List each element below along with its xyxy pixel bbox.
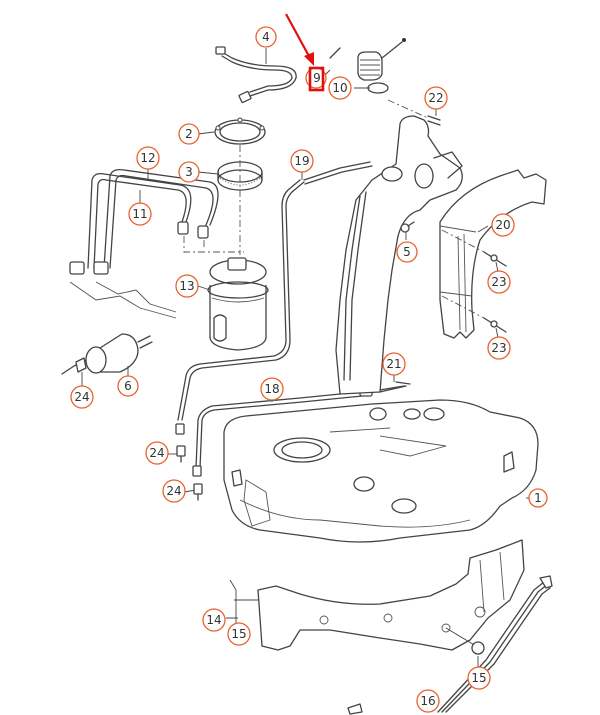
callout-1[interactable]: 1 [528,488,548,508]
part-fittings [175,423,203,501]
part-clip [445,627,485,655]
callout-15-right[interactable]: 15 [467,666,491,690]
callout-label: 15 [471,671,486,685]
callout-label: 16 [420,694,435,708]
callout-label: 19 [294,154,309,168]
callout-24-filter[interactable]: 24 [70,385,94,409]
part-wiring-harness [215,46,297,104]
part-pin [387,99,441,126]
callout-label: 18 [264,382,279,396]
callout-label: 15 [231,627,246,641]
callout-label: 23 [491,341,506,355]
callout-label: 3 [185,165,193,179]
callout-label: 1 [534,491,542,505]
callout-label: 12 [140,151,155,165]
callout-14[interactable]: 14 [202,608,226,632]
part-fuel-lines [69,168,219,275]
part-bolt [400,221,415,233]
callout-label: 22 [428,91,443,105]
callout-label: 24 [149,446,164,460]
callout-11[interactable]: 11 [128,202,152,226]
callout-22[interactable]: 22 [424,86,448,110]
callout-12[interactable]: 12 [136,146,160,170]
part-fuel-line-long [177,161,373,421]
part-fuel-pump-module [207,257,269,351]
part-screws [441,229,507,333]
part-heat-shield-bracket [439,169,547,339]
callout-2[interactable]: 2 [178,123,200,145]
part-fuel-tank [223,399,539,543]
callout-label: 9 [313,71,321,85]
callout-3[interactable]: 3 [178,161,200,183]
callout-label: 6 [124,379,132,393]
callout-label: 23 [491,275,506,289]
part-locking-ring [214,117,266,145]
callout-label: 13 [179,279,194,293]
part-heat-shield-lower [257,539,525,651]
part-fuel-filter [61,333,153,375]
callout-label: 11 [132,207,147,221]
callout-10[interactable]: 10 [328,76,352,100]
callout-24-low[interactable]: 24 [162,479,186,503]
callout-23-upper[interactable]: 23 [487,270,511,294]
callout-label: 10 [332,81,347,95]
callout-label: 24 [74,390,89,404]
callout-24-mid[interactable]: 24 [145,441,169,465]
callout-13[interactable]: 13 [175,274,199,298]
callout-9-highlighted[interactable]: 9 [305,66,327,92]
red-arrow-indicator [285,13,314,66]
callout-label: 21 [386,357,401,371]
callout-18[interactable]: 18 [260,377,284,401]
callout-20[interactable]: 20 [491,213,515,237]
callout-label: 24 [166,484,181,498]
callout-4[interactable]: 4 [255,26,277,48]
callout-label: 14 [206,613,221,627]
callout-label: 5 [403,245,411,259]
part-filler-neck [335,115,463,395]
callout-label: 2 [185,127,193,141]
callout-21[interactable]: 21 [382,352,406,376]
callout-23-lower[interactable]: 23 [487,336,511,360]
callout-19[interactable]: 19 [290,149,314,173]
callout-5[interactable]: 5 [396,241,418,263]
callout-6[interactable]: 6 [117,375,139,397]
callout-16[interactable]: 16 [416,689,440,713]
callout-label: 4 [262,30,270,44]
callout-label: 20 [495,218,510,232]
callout-15-left[interactable]: 15 [227,622,251,646]
